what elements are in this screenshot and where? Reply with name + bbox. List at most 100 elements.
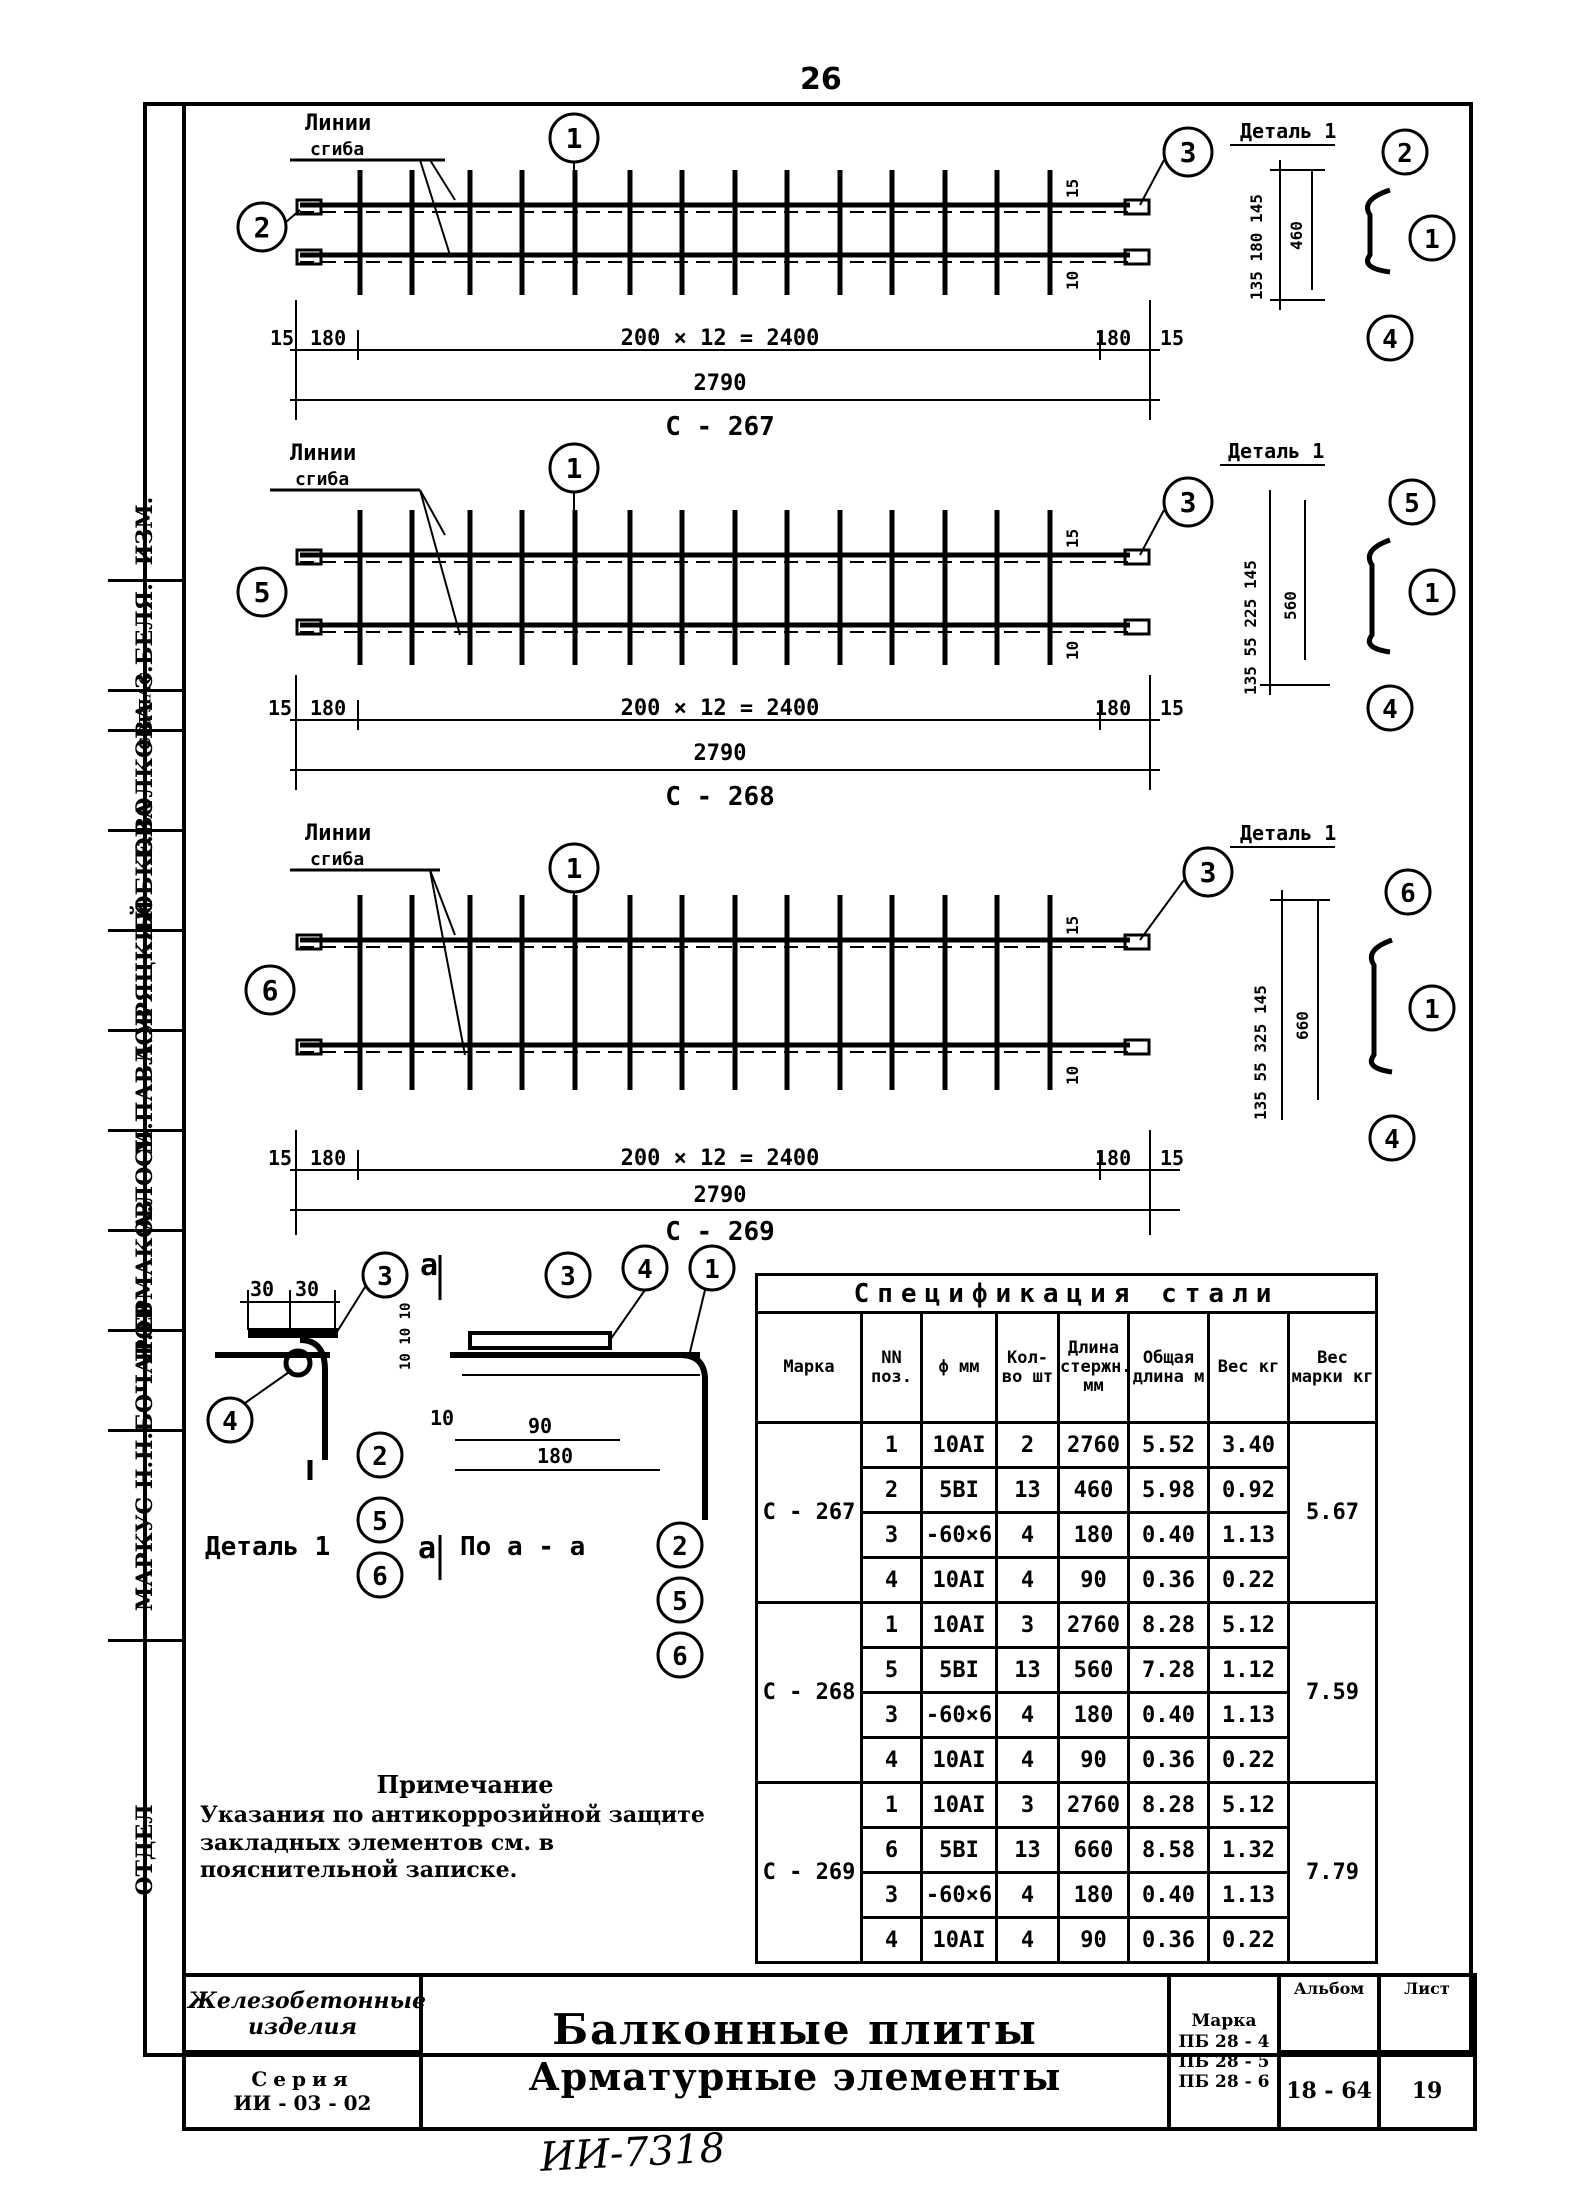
callout-1: 1 [566,452,583,485]
table-cell: 3 [995,1781,1060,1829]
drawing-c269: Линии сгиба 6 1 3 15 10 [244,821,1456,1247]
dim-right-edge: 15 [1160,1146,1184,1170]
header-cell: Общая длина м [1127,1311,1210,1424]
callout-1: 1 [566,852,583,885]
title-line: Балконные плиты [552,2005,1038,2054]
dim-right-edge: 15 [1160,696,1184,720]
table-cell: 5.98 [1127,1466,1210,1514]
detail-height: 460 [1287,221,1306,250]
table-cell: 3 [860,1691,923,1739]
dim-left: 180 [310,1146,346,1170]
table-cell: 1 [860,1781,923,1829]
bend-lines-label: сгиба [310,139,364,160]
dim-top-gap: 15 [1063,916,1082,935]
sidebar-cell: А.УРЯЦКИЙ [108,899,182,1062]
table-cell: 10АI [920,1916,998,1964]
detail-callout: 5 [672,1587,688,1617]
category: Железобетонные изделия [182,1973,426,2054]
table-cell: 1 [860,1601,923,1649]
table-cell: 560 [1057,1646,1130,1694]
mark-cell: С - 269 [755,1781,863,1964]
table-cell: 10АI [920,1421,998,1469]
dim-30: 30 [295,1277,319,1301]
table-cell: 1.32 [1207,1826,1290,1874]
dim-top-gap: 15 [1063,179,1082,198]
section-mark: а [418,1531,436,1566]
detail-callout: 4 [222,1407,238,1437]
mark-weight-cell: 7.59 [1286,1601,1379,1784]
table-cell: 0.22 [1207,1556,1290,1604]
table-cell: 4 [860,1916,923,1964]
table-cell: 3 [860,1871,923,1919]
mark-weight-cell: 5.67 [1286,1421,1379,1604]
dim-left: 180 [310,326,346,350]
detail-callout: 4 [1384,1125,1400,1155]
dim-right: 180 [1095,696,1131,720]
table-cell: 8.28 [1127,1601,1210,1649]
table-cell: 90 [1057,1736,1130,1784]
mark-label: С - 267 [665,412,775,442]
detail-callout: 6 [372,1562,388,1592]
callout-1: 1 [566,122,583,155]
detail-callout: 4 [1382,325,1398,355]
mark-value: ПБ 28 - 4 [1178,2031,1270,2052]
table-cell: 1.13 [1207,1511,1290,1559]
table-cell: 4 [995,1556,1060,1604]
sidebar-cell: СОГЛАС [108,672,182,749]
callout-3: 3 [1180,486,1197,519]
detail-dims: 135 55 225 145 [1241,560,1260,695]
header-cell: Вес кг [1207,1311,1290,1424]
header-cell: Марка [755,1311,863,1424]
detail-callout: 4 [637,1255,653,1285]
table-cell: 8.58 [1127,1826,1210,1874]
detail-callout: 1 [1424,995,1440,1025]
dim-90: 90 [528,1414,552,1438]
mark-label: Марка [1191,2011,1257,2032]
bend-lines-label: Линии [290,441,356,466]
table-cell: 180 [1057,1691,1130,1739]
detail-callout: 2 [1397,139,1413,169]
sidebar-cell: Н.БОЧАРОВ [108,1301,182,1460]
dim-right: 180 [1095,326,1131,350]
table-cell: 3 [860,1511,923,1559]
table-cell: 13 [995,1466,1060,1514]
mark-weight-cell: 7.79 [1286,1781,1379,1964]
table-cell: 10АI [920,1736,998,1784]
note-text: Указания по антикоррозийной защите закла… [200,1802,705,1883]
detail-callout: 2 [372,1442,388,1472]
spec-title: Спецификация стали [754,1273,1379,1314]
sidebar-cell: Н.ЕРМАКОВ [108,1200,182,1361]
table-cell: 2760 [1057,1781,1130,1829]
dim-total: 2790 [694,371,747,396]
dim-left-edge: 15 [268,696,292,720]
table-cell: 180 [1057,1511,1130,1559]
table-cell: 90 [1057,1556,1130,1604]
table-cell: -60×6 [920,1511,998,1559]
title-block: Железобетонные изделия Балконные плиты А… [182,1973,1477,2131]
sheet-label: Лист [1377,1973,1477,2054]
bend-lines-label: Линии [305,821,371,846]
dim-30: 30 [250,1277,274,1301]
detail-height: 560 [1281,591,1300,620]
header-cell: Длина стержн. мм [1057,1311,1132,1424]
table-cell: 660 [1057,1826,1130,1874]
table-cell: 2 [995,1421,1060,1469]
detail-label: Деталь 1 [1240,119,1336,143]
sidebar-cell: Е.ВОЛКОВА [108,702,182,859]
sheet-value: 19 [1377,2050,1477,2131]
mark-label: С - 268 [665,782,775,812]
callout-5: 5 [254,576,271,609]
table-cell: 2 [860,1466,923,1514]
table-cell: 5.12 [1207,1781,1290,1829]
detail-section-aa: 30 30 3 4 2 5 6 Деталь 1 а а 10 10 10 10 [205,1244,736,1679]
mark-value: ПБ 28 - 5 [1178,2052,1270,2072]
bend-lines-label: сгиба [310,849,364,870]
dim-right-edge: 15 [1160,326,1184,350]
table-cell: 90 [1057,1916,1130,1964]
dim-right: 180 [1095,1146,1131,1170]
detail-callout: 1 [704,1255,720,1285]
note-title: Примечание [376,1770,554,1799]
callout-2: 2 [254,211,271,244]
